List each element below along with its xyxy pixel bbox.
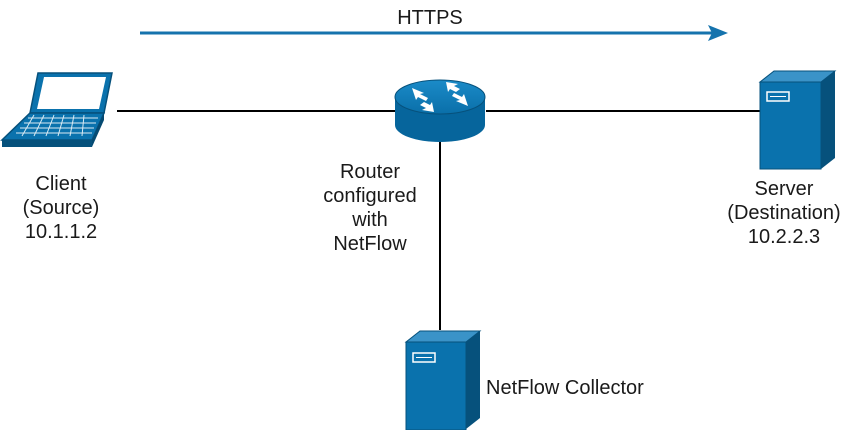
client-label: Client (Source) 10.1.1.2 — [6, 172, 116, 244]
https-label: HTTPS — [397, 7, 463, 29]
router-icon — [394, 79, 486, 142]
router-desc-2: with — [352, 209, 388, 231]
collector-label: NetFlow Collector — [486, 377, 644, 399]
router-desc-1: configured — [323, 185, 417, 207]
router-label: Router configured with NetFlow — [310, 160, 430, 256]
https-flow-arrow — [140, 25, 728, 41]
laptop-icon — [0, 72, 113, 147]
router-name: Router — [339, 161, 401, 183]
server-role: (Destination) — [727, 202, 841, 224]
server-label: Server (Destination) 10.2.2.3 — [720, 177, 848, 249]
router-desc-3: NetFlow — [333, 233, 407, 255]
client-role: (Source) — [22, 197, 100, 219]
client-name: Client — [35, 173, 87, 195]
server-icon — [758, 70, 837, 170]
server-name: Server — [754, 178, 814, 200]
collector-server-icon — [404, 330, 482, 430]
client-ip: 10.1.1.2 — [24, 221, 98, 243]
server-ip: 10.2.2.3 — [747, 226, 821, 248]
